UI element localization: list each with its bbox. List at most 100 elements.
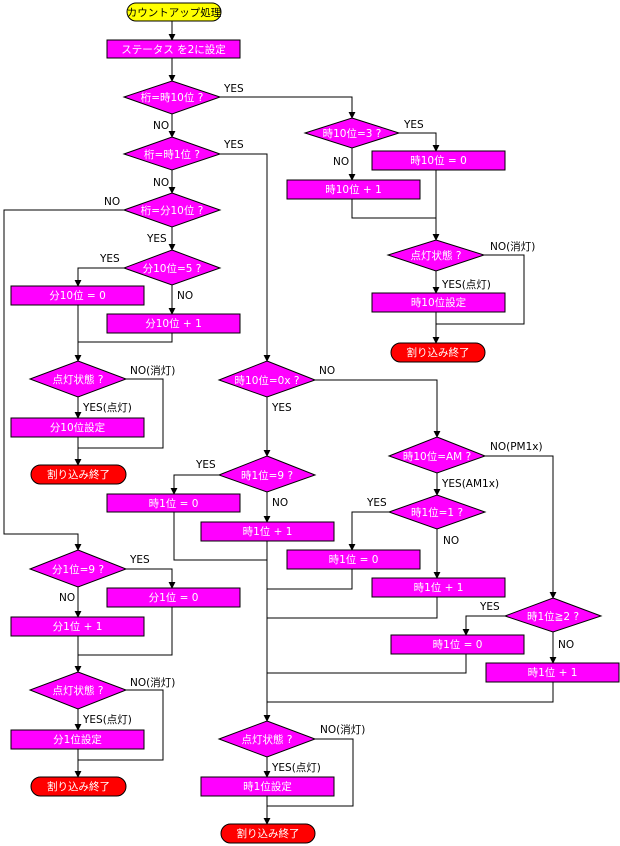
end-terminal-m1: 割り込み終了: [30, 776, 127, 797]
edge-label-yes-on: YES(点灯): [271, 762, 321, 774]
end-label: 割り込み終了: [47, 780, 110, 793]
edge-label-yes-on: YES(点灯): [441, 279, 491, 291]
process-label: 分1位 + 1: [53, 620, 103, 633]
process-set-status: ステータス を2に設定: [106, 39, 241, 59]
edge: [78, 689, 164, 761]
edge: [267, 682, 554, 703]
process-h1-zero-b: 時1位 = 0: [286, 549, 421, 570]
edge-label-no: NO: [443, 535, 459, 547]
edge-label-no: NO: [558, 639, 574, 651]
start-terminal: カウントアップ処理: [126, 2, 222, 22]
edge-label-yes: YES: [479, 601, 500, 613]
decision-h10-am: 時10位=AM ?: [387, 436, 487, 474]
edge-label-yes: YES: [195, 459, 216, 471]
edge: [462, 615, 505, 636]
end-label: 割り込み終了: [47, 468, 110, 481]
connector-lines: [3, 21, 557, 825]
end-terminal-m10: 割り込み終了: [30, 464, 127, 485]
edge-label-no: NO: [272, 497, 288, 509]
edge-label-no-off: NO(消灯): [320, 723, 365, 736]
decision-h10-3: 時10位=3 ?: [303, 117, 401, 149]
decision-label: 桁=時1位 ?: [144, 148, 200, 161]
edge-label-yes: YES: [271, 402, 292, 414]
decision-lit-h10: 点灯状態 ?: [386, 239, 486, 272]
decision-col-h10: 桁=時10位 ?: [122, 80, 222, 115]
process-m1-inc: 分1位 + 1: [10, 616, 145, 637]
decision-h1-2: 時1位≧2 ?: [503, 597, 603, 633]
process-h1-inc-a: 時1位 + 1: [200, 521, 335, 542]
process-m1-set: 分1位設定: [10, 729, 145, 750]
process-m10-set: 分10位設定: [10, 417, 145, 438]
edge: [74, 267, 124, 287]
process-label: 時1位 = 0: [433, 638, 483, 651]
edge-label-no-pm: NO(PM1x): [490, 441, 543, 453]
edge-label-yes-on: YES(点灯): [82, 402, 132, 414]
decision-lit-m10: 点灯状態 ?: [28, 360, 128, 398]
decision-label: 分1位=9 ?: [52, 563, 104, 576]
decision-col-m10: 桁=分10位 ?: [122, 192, 222, 228]
edge-label-yes-am: YES(AM1x): [441, 478, 499, 490]
edge-label-no-off: NO(消灯): [490, 240, 535, 253]
decision-label: 桁=分10位 ?: [141, 204, 204, 217]
edge-label-no: NO: [153, 177, 169, 189]
decision-label: 桁=時10位 ?: [141, 91, 204, 104]
decision-label: 時1位=1 ?: [411, 506, 463, 519]
edge-label-yes-on: YES(点灯): [82, 714, 132, 726]
edge-label-no: NO: [319, 365, 335, 377]
process-h1-set: 時1位設定: [200, 776, 335, 797]
process-label: 時1位 = 0: [329, 553, 379, 566]
edge-label-yes: YES: [366, 497, 387, 509]
process-label: 分10位設定: [50, 421, 106, 434]
end-label: 割り込み終了: [407, 346, 470, 359]
edge: [485, 455, 557, 599]
process-label: 分10位 + 1: [145, 317, 202, 330]
decision-label: 時10位=0x ?: [235, 374, 300, 387]
edge-label-yes: YES: [223, 83, 244, 95]
edge-label-yes: YES: [99, 253, 120, 265]
process-label: 分1位 = 0: [149, 591, 199, 604]
process-label: 時1位 = 0: [149, 497, 199, 510]
process-h1-zero-c: 時1位 = 0: [390, 634, 525, 655]
decision-label: 時10位=AM ?: [403, 450, 471, 463]
end-terminal-h10: 割り込み終了: [390, 342, 486, 363]
edge-label-no-off: NO(消灯): [130, 364, 175, 377]
process-label: 時1位設定: [243, 780, 292, 793]
edge: [399, 132, 440, 152]
process-h1-inc-b: 時1位 + 1: [371, 577, 506, 598]
edge: [267, 738, 354, 807]
nodes: カウントアップ処理 ステータス を2に設定 桁=時10位 ? 桁=時1位 ? 桁…: [10, 2, 620, 844]
edge: [78, 607, 173, 656]
edge: [126, 568, 176, 589]
edge: [220, 153, 271, 362]
decision-m1-9: 分1位=9 ?: [28, 549, 128, 588]
decision-col-h1: 桁=時1位 ?: [122, 136, 222, 171]
decision-label: 点灯状態 ?: [242, 733, 293, 746]
edge: [348, 511, 389, 551]
process-label: 時10位設定: [411, 296, 467, 309]
end-terminal-h1: 割り込み終了: [220, 823, 316, 844]
edge-labels: YES NO YES NO NO YES YES NO NO(消灯) YES(点…: [59, 83, 574, 774]
edge: [78, 333, 173, 343]
process-label: 時10位 = 0: [410, 154, 467, 167]
process-h10-zero: 時10位 = 0: [371, 150, 506, 171]
start-label: カウントアップ処理: [127, 6, 222, 19]
decision-lit-m1: 点灯状態 ?: [28, 671, 128, 710]
decision-label: 時1位≧2 ?: [527, 610, 579, 623]
edge-label-yes: YES: [223, 139, 244, 151]
edge: [173, 512, 267, 561]
process-label: ステータス を2に設定: [121, 43, 226, 56]
edge-label-yes: YES: [403, 119, 424, 131]
decision-lit-h1: 点灯状態 ?: [217, 720, 317, 758]
process-h10-set: 時10位設定: [371, 292, 506, 313]
edge: [436, 254, 525, 325]
process-label: 分10位 = 0: [49, 289, 106, 302]
decision-label: 時1位=9 ?: [241, 469, 293, 482]
decision-h1-9: 時1位=9 ?: [217, 455, 317, 493]
edge-label-no: NO: [104, 196, 120, 208]
decision-m10-5: 分10位=5 ?: [122, 249, 222, 286]
process-h1-inc-c: 時1位 + 1: [485, 662, 620, 683]
edge: [351, 199, 436, 219]
edge-label-no: NO: [333, 156, 349, 168]
decision-label: 時10位=3 ?: [323, 127, 382, 140]
